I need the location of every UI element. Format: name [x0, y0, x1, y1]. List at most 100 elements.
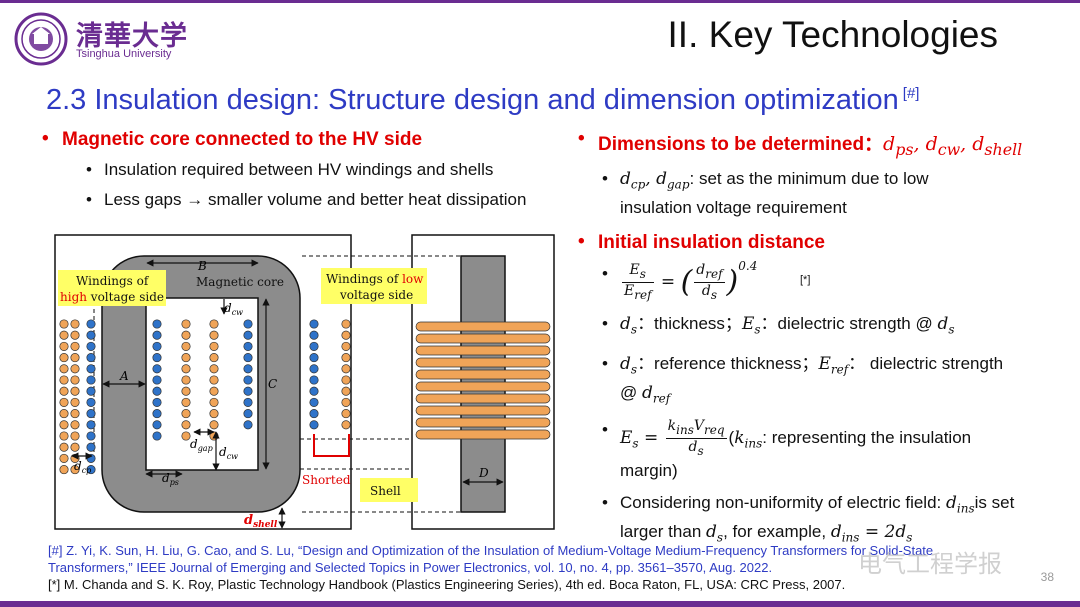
winding-turn	[209, 409, 219, 419]
winding-turn	[243, 330, 253, 340]
label-core: Magnetic core	[196, 275, 284, 289]
winding-turn	[243, 386, 253, 396]
winding-turn	[152, 375, 162, 385]
winding-turn	[243, 420, 253, 430]
winding-turn	[59, 442, 69, 452]
label-B: B	[197, 259, 207, 273]
winding-turn	[341, 375, 351, 385]
section-title: 2.3 Insulation design: Structure design …	[46, 84, 919, 117]
transformer-insulation-diagram: Windings of high voltage side Magnetic c…	[54, 234, 555, 530]
left-heading: Magnetic core connected to the HV side	[42, 128, 582, 151]
references: [#] Z. Yi, K. Sun, H. Liu, G. Cao, and S…	[48, 542, 1048, 593]
winding-turn	[341, 364, 351, 374]
winding-turn	[341, 319, 351, 329]
winding-turn	[309, 364, 319, 374]
item-nonuni-mid: is set larger than	[620, 492, 1015, 542]
winding-turn	[243, 341, 253, 351]
winding-layer	[415, 417, 551, 428]
init-heading: Initial insulation distance	[578, 231, 1058, 254]
winding-turn	[309, 397, 319, 407]
winding-turn	[59, 353, 69, 363]
winding-turn	[341, 420, 351, 430]
label-A: A	[119, 369, 129, 383]
winding-turn	[86, 319, 96, 329]
winding-turn	[70, 431, 80, 441]
winding-turn	[341, 386, 351, 396]
winding-turn	[181, 341, 191, 351]
winding-turn	[70, 420, 80, 430]
label-shell-highlight	[360, 478, 418, 502]
right-column: Dimensions to be determined：dps, dcw, ds…	[578, 128, 1058, 550]
winding-layer	[415, 321, 551, 332]
winding-turn	[181, 386, 191, 396]
winding-turn	[341, 409, 351, 419]
winding-turn	[59, 420, 69, 430]
label-shorted: Shorted	[302, 473, 351, 487]
left-item-1: Insulation required between HV windings …	[84, 158, 582, 182]
dims-symbols: dps, dcw, dshell	[883, 133, 1023, 159]
winding-turn	[309, 319, 319, 329]
winding-turn	[70, 330, 80, 340]
winding-turn	[341, 353, 351, 363]
winding-turn	[152, 420, 162, 430]
item-es-tail: representing the insulation margin)	[620, 428, 972, 480]
winding-turn	[70, 409, 80, 419]
winding-turn	[86, 386, 96, 396]
winding-turn	[86, 442, 96, 452]
watermark-text: 电气工程学报	[858, 550, 1002, 578]
formula-exponent: 0.4	[738, 259, 758, 274]
winding-layer	[415, 357, 551, 368]
bottom-accent-rule	[0, 601, 1080, 607]
winding-turn	[59, 364, 69, 374]
winding-turn	[181, 397, 191, 407]
reference-1-line2: Transformers,” IEEE Journal of Emerging …	[48, 560, 773, 575]
winding-turn	[152, 319, 162, 329]
reference-2: [*] M. Chanda and S. K. Roy, Plastic Tec…	[48, 577, 846, 592]
winding-turn	[243, 375, 253, 385]
university-seal-icon	[14, 12, 68, 66]
label-hv: Windings of	[76, 274, 150, 288]
winding-turn	[209, 420, 219, 430]
winding-turn	[59, 431, 69, 441]
logo-english-text: Tsinghua University	[76, 48, 172, 60]
core-window	[145, 297, 259, 471]
winding-turn	[59, 341, 69, 351]
winding-turn	[86, 341, 96, 351]
top-accent-rule	[0, 0, 1080, 3]
label-hv2: high voltage side	[60, 290, 164, 304]
winding-turn	[209, 386, 219, 396]
winding-turn	[70, 397, 80, 407]
winding-turn	[309, 330, 319, 340]
section-title-ref: [#]	[902, 85, 920, 103]
label-D: D	[478, 466, 489, 480]
winding-turn	[181, 364, 191, 374]
winding-turn	[59, 386, 69, 396]
winding-layer	[415, 345, 551, 356]
winding-turn	[86, 465, 96, 475]
winding-turn	[70, 341, 80, 351]
winding-turn	[152, 386, 162, 396]
winding-turn	[86, 330, 96, 340]
winding-turn	[152, 409, 162, 419]
winding-turn	[86, 353, 96, 363]
winding-turn	[70, 375, 80, 385]
winding-turn	[70, 364, 80, 374]
page-number: 38	[1040, 570, 1054, 584]
winding-turn	[181, 420, 191, 430]
winding-turn	[243, 319, 253, 329]
winding-turn	[59, 465, 69, 475]
winding-turn	[86, 431, 96, 441]
winding-turn	[341, 341, 351, 351]
label-C: C	[268, 377, 277, 391]
winding-turn	[209, 319, 219, 329]
winding-turn	[209, 353, 219, 363]
winding-layer	[415, 429, 551, 440]
section-title-text: 2.3 Insulation design: Structure design …	[46, 84, 899, 116]
winding-turn	[181, 409, 191, 419]
winding-turn	[309, 420, 319, 430]
item-nonuni-tail: , for example,	[723, 522, 827, 542]
winding-turn	[86, 409, 96, 419]
winding-layer	[415, 405, 551, 416]
winding-turn	[181, 375, 191, 385]
